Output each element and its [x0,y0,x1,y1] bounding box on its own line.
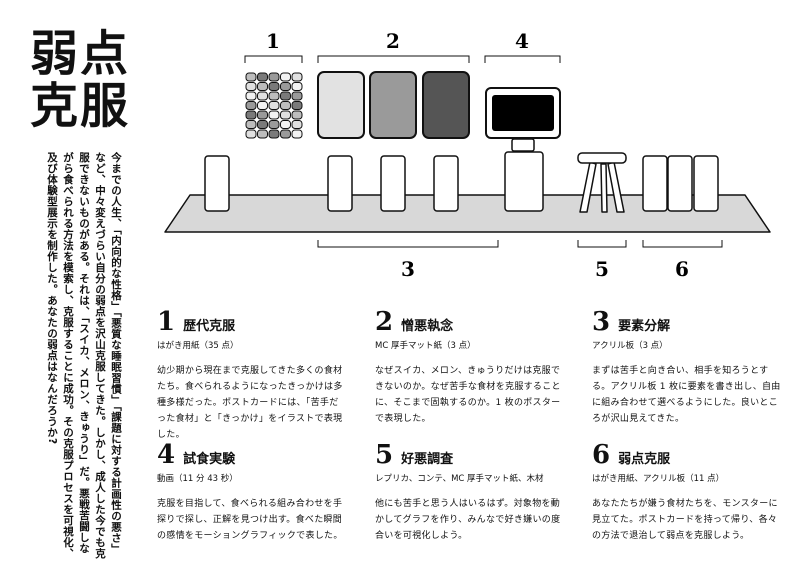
stool [577,152,627,213]
bracket-1 [244,55,303,63]
postcard-5 [291,72,303,82]
section-4-title: 試食実験 [183,452,236,467]
bracket-4 [484,55,561,63]
section-2-title: 憎悪執念 [401,319,454,334]
postcard-29 [280,120,291,129]
section-4-subtitle: 動画（11 分 43 秒） [157,474,238,484]
postcard-3 [268,72,280,82]
postcard-14 [280,91,291,101]
bracket-5 [577,240,627,248]
section-3-title: 要素分解 [618,319,671,334]
postcard-26 [245,120,257,129]
acrylic-board-1 [327,155,353,212]
postcard-33 [268,129,280,139]
section-2-body: なぜスイカ、メロン、きゅうりだけは克服できないのか。なぜ苦手な食材を克服すること… [375,366,561,424]
section-3-number: 3 [592,307,611,337]
postcard-19 [280,101,291,110]
bracket-6 [642,240,723,248]
postcard-7 [257,82,268,91]
label-1: 1 [266,29,280,53]
section-1: 1 歴代克服 はがき用紙（35 点） 幼少期から現在まで克服してきた多くの食材た… [157,307,347,443]
label-5: 5 [595,257,609,281]
poster-2 [369,71,417,139]
section-5-title: 好悪調査 [401,452,454,467]
section-1-number: 1 [157,307,176,337]
monster-board-1 [642,155,668,212]
title-line-1: 弱点 [30,26,131,82]
exhibit-diagram: 1 2 4 3 5 6 [164,29,771,281]
monster-board-2 [667,155,693,212]
bracket-2 [317,55,470,63]
postcard-1 [245,72,257,82]
section-6-body: あなたたちが嫌う食材たちを、モンスターに見立てた。ポストカードを持って帰り、各々… [592,499,778,541]
postcard-11 [245,91,257,101]
postcard-32 [257,129,268,139]
section-5-subtitle: レプリカ、コンテ、MC 厚手マット紙、木材 [375,474,544,484]
section-1-subtitle: はがき用紙（35 点） [157,341,239,351]
section-6: 6 弱点克服 はがき用紙、アクリル板（11 点） あなたたちが嫌う食材たちを、モ… [592,440,782,544]
section-2-subtitle: MC 厚手マット紙（3 点） [375,341,476,351]
label-3: 3 [401,257,415,281]
postcard-35 [291,129,303,139]
bracket-3 [317,240,499,248]
monster-board-3 [693,155,719,212]
acrylic-board-3 [433,155,459,212]
section-4-body: 克服を目指して、食べられる組み合わせを手探りで探し、正解を見つけ出す。食べた瞬間… [157,499,343,541]
postcard-34 [280,129,291,139]
poster-1 [317,71,365,139]
board-left [204,155,230,212]
section-4-number: 4 [157,440,176,470]
label-2: 2 [386,29,400,53]
postcard-30 [291,120,303,129]
section-5-number: 5 [375,440,394,470]
main-title: 弱点 克服 [30,28,140,132]
postcard-17 [257,101,268,110]
postcard-27 [257,120,268,129]
postcard-22 [257,110,268,120]
title-line-2: 克服 [30,78,131,134]
section-6-title: 弱点克服 [618,452,671,467]
section-3-subtitle: アクリル板（3 点） [592,341,668,351]
section-4: 4 試食実験 動画（11 分 43 秒） 克服を目指して、食べられる組み合わせを… [157,440,347,544]
monitor [485,87,561,152]
acrylic-board-2 [380,155,406,212]
postcard-31 [245,129,257,139]
postcard-15 [291,91,303,101]
postcard-24 [280,110,291,120]
postcard-grid [245,72,303,139]
postcard-16 [245,101,257,110]
postcard-8 [268,82,280,91]
postcard-23 [268,110,280,120]
postcard-9 [280,82,291,91]
postcard-10 [291,82,303,91]
section-1-body: 幼少期から現在まで克服してきた多くの食材たち。食べられるようになったきっかけは多… [157,366,343,440]
postcard-18 [268,101,280,110]
section-3: 3 要素分解 アクリル板（3 点） まずは苦手と向き合い、相手を知ろうとする。ア… [592,307,782,427]
section-2: 2 憎悪執念 MC 厚手マット紙（3 点） なぜスイカ、メロン、きゅうりだけは克… [375,307,565,427]
postcard-21 [245,110,257,120]
section-5: 5 好悪調査 レプリカ、コンテ、MC 厚手マット紙、木材 他にも苦手と思う人はい… [375,440,565,544]
postcard-6 [245,82,257,91]
postcard-25 [291,110,303,120]
screen-stand [504,151,544,212]
section-1-title: 歴代克服 [183,319,236,334]
intro-text: 今までの人生、「内向的な性格」「悪質な睡眠習慣」「課題に対する計画性の悪さ」など… [46,152,122,559]
postcard-20 [291,101,303,110]
section-5-body: 他にも苦手と思う人はいるはず。対象物を動かしてグラフを作り、みんなで好き嫌いの度… [375,499,561,541]
postcard-28 [268,120,280,129]
postcard-13 [268,91,280,101]
section-6-number: 6 [592,440,611,470]
section-6-subtitle: はがき用紙、アクリル板（11 点） [592,474,725,484]
postcard-12 [257,91,268,101]
poster-3 [422,71,470,139]
section-3-body: まずは苦手と向き合い、相手を知ろうとする。アクリル板 1 枚に要素を書き出し、自… [592,366,781,424]
postcard-2 [257,72,268,82]
postcard-4 [280,72,291,82]
section-2-number: 2 [375,307,394,337]
label-4: 4 [515,29,529,53]
label-6: 6 [675,257,689,281]
